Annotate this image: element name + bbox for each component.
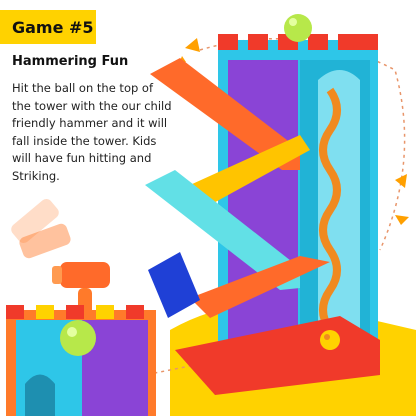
tower-base [175, 316, 380, 395]
game-number-badge: Game #5 [0, 10, 96, 44]
feature-heading: Hammering Fun [12, 54, 129, 69]
ramp-orange-bottom [190, 256, 330, 318]
game-number-label: Game #5 [12, 17, 94, 37]
feature-description: Hit the ball on the top of the tower wit… [12, 81, 172, 183]
ramp-yellow [190, 135, 310, 205]
dotted-swirl-decoration [199, 38, 406, 251]
splash-shapes [178, 38, 409, 225]
toy-cube-icon [6, 305, 156, 416]
ramp-orange-top [150, 58, 300, 170]
stacking-tower-icon [218, 14, 378, 370]
ramp-cyan [145, 170, 300, 290]
ramp-blue-small [148, 252, 200, 318]
